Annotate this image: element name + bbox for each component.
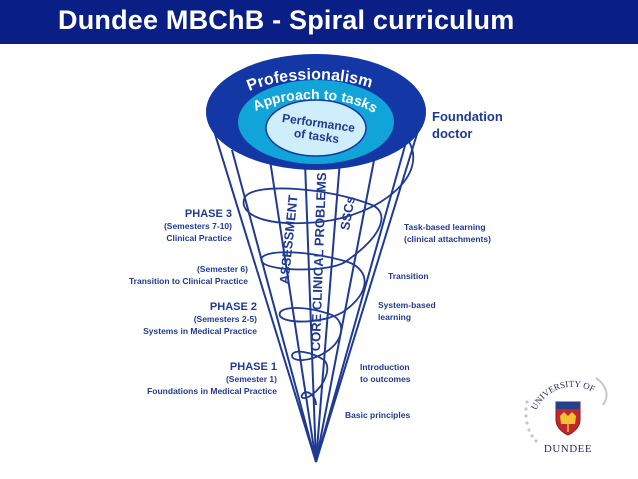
svg-text:to outcomes: to outcomes [360, 374, 411, 384]
cone-left-edge [206, 107, 317, 463]
logo-dundee-text: DUNDEE [544, 443, 592, 455]
slide-title: Dundee MBChB - Spiral curriculum [58, 5, 515, 35]
cone [206, 107, 426, 463]
title-bar: Dundee MBChB - Spiral curriculum [0, 0, 638, 44]
logo-flourish [595, 377, 608, 406]
spiral-line [242, 139, 415, 406]
inner-disc [265, 99, 367, 157]
logo-dots [524, 400, 538, 443]
svg-text:Transition to Clinical Practic: Transition to Clinical Practice [129, 276, 248, 286]
cone-meridian [315, 154, 376, 463]
svg-text:doctor: doctor [432, 126, 472, 141]
assessment-label: ASSESSMENT [276, 194, 300, 285]
svg-text:Foundation: Foundation [432, 109, 503, 124]
spiral-curriculum-diagram: Professionalism Approach to tasks Perfor… [129, 54, 608, 463]
svg-text:learning: learning [378, 312, 411, 322]
svg-text:(Semester 6): (Semester 6) [197, 264, 248, 274]
svg-text:Clinical Practice: Clinical Practice [166, 233, 232, 243]
ring-stack [206, 54, 426, 170]
svg-text:Foundations in Medical Practic: Foundations in Medical Practice [147, 386, 277, 396]
cone-meridian [269, 159, 317, 463]
svg-text:Systems in Medical Practice: Systems in Medical Practice [143, 326, 257, 336]
svg-text:PHASE 3: PHASE 3 [185, 208, 232, 220]
svg-text:PHASE 2: PHASE 2 [210, 301, 257, 313]
cone-meridian [304, 161, 317, 463]
crest-icon [555, 401, 581, 436]
cone-meridian [231, 149, 317, 463]
cone-meridian [315, 159, 341, 463]
semester-6-label: (Semester 6) Transition to Clinical Prac… [129, 264, 248, 286]
svg-text:(Semester 1): (Semester 1) [226, 374, 277, 384]
svg-text:(Semesters 2-5): (Semesters 2-5) [194, 314, 257, 324]
phase-3-label: PHASE 3 (Semesters 7-10) Clinical Practi… [164, 208, 232, 243]
cone-meridian [315, 134, 409, 463]
core-clinical-problems-label: CORE CLINICAL PROBLEMS [308, 172, 329, 352]
introduction-label: Introduction to outcomes [360, 362, 411, 384]
svg-text:(clinical attachments): (clinical attachments) [404, 234, 491, 244]
svg-text:PHASE 1: PHASE 1 [230, 361, 277, 373]
system-based-label: System-based learning [378, 300, 436, 322]
task-based-learning-label: Task-based learning (clinical attachment… [404, 222, 491, 244]
svg-text:(Semesters 7-10): (Semesters 7-10) [164, 221, 232, 231]
phase-1-label: PHASE 1 (Semester 1) Foundations in Medi… [147, 361, 277, 396]
svg-text:Introduction: Introduction [360, 362, 410, 372]
transition-label: Transition [388, 271, 429, 281]
sscs-label: SSCs [337, 195, 358, 231]
of-tasks-label: of tasks [293, 126, 340, 146]
cone-right-edge [315, 107, 426, 463]
phase-2-label: PHASE 2 (Semesters 2-5) Systems in Medic… [143, 301, 257, 336]
svg-text:System-based: System-based [378, 300, 436, 310]
foundation-doctor-label: Foundation doctor [432, 109, 503, 141]
university-logo: UNIVERSITY OF DUNDEE [524, 377, 608, 455]
svg-text:Task-based learning: Task-based learning [404, 222, 486, 232]
basic-principles-label: Basic principles [345, 410, 410, 420]
